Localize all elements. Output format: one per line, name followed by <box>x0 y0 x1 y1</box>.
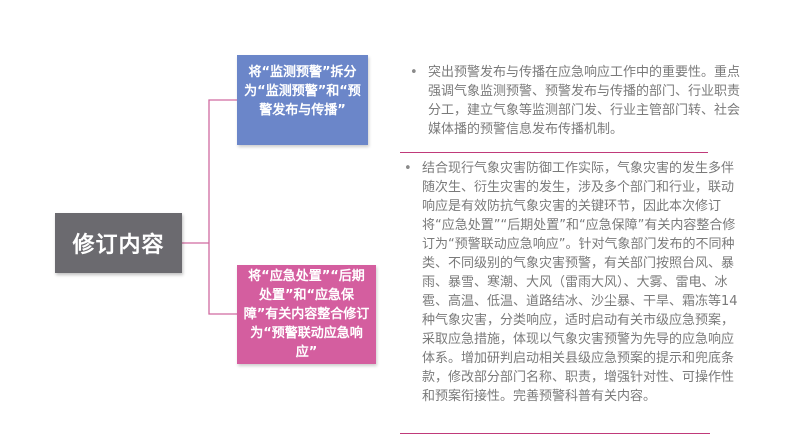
detail-bullet-linkage-response: • 结合现行气象灾害防御工作实际，气象灾害的发生多伴随次生、衍生灾害的发生，涉及… <box>404 159 744 406</box>
connector-branch-blue <box>208 99 237 243</box>
bullet-dot-icon: • <box>410 65 418 80</box>
detail-bullet-monitoring-warning: • 突出预警发布与传播在应急响应工作中的重要性。重点强调气象监测预警、预警发布与… <box>410 63 750 139</box>
section-divider <box>400 433 710 434</box>
main-topic-node: 修订内容 <box>55 213 182 273</box>
detail-text: 突出预警发布与传播在应急响应工作中的重要性。重点强调气象监测预警、预警发布与传播… <box>428 65 741 137</box>
bullet-dot-icon: • <box>404 161 412 176</box>
section-divider <box>400 152 708 153</box>
connector-branch-pink <box>208 243 237 315</box>
branch-node-linkage-response: 将“应急处置”“后期处置”和“应急保障”有关内容整合修订为“预警联动应急响应” <box>237 265 376 364</box>
branch-node-monitoring-warning: 将“监测预警”拆分为“监测预警”和“预警发布与传播” <box>237 55 368 145</box>
detail-text: 结合现行气象灾害防御工作实际，气象灾害的发生多伴随次生、衍生灾害的发生，涉及多个… <box>422 161 738 404</box>
